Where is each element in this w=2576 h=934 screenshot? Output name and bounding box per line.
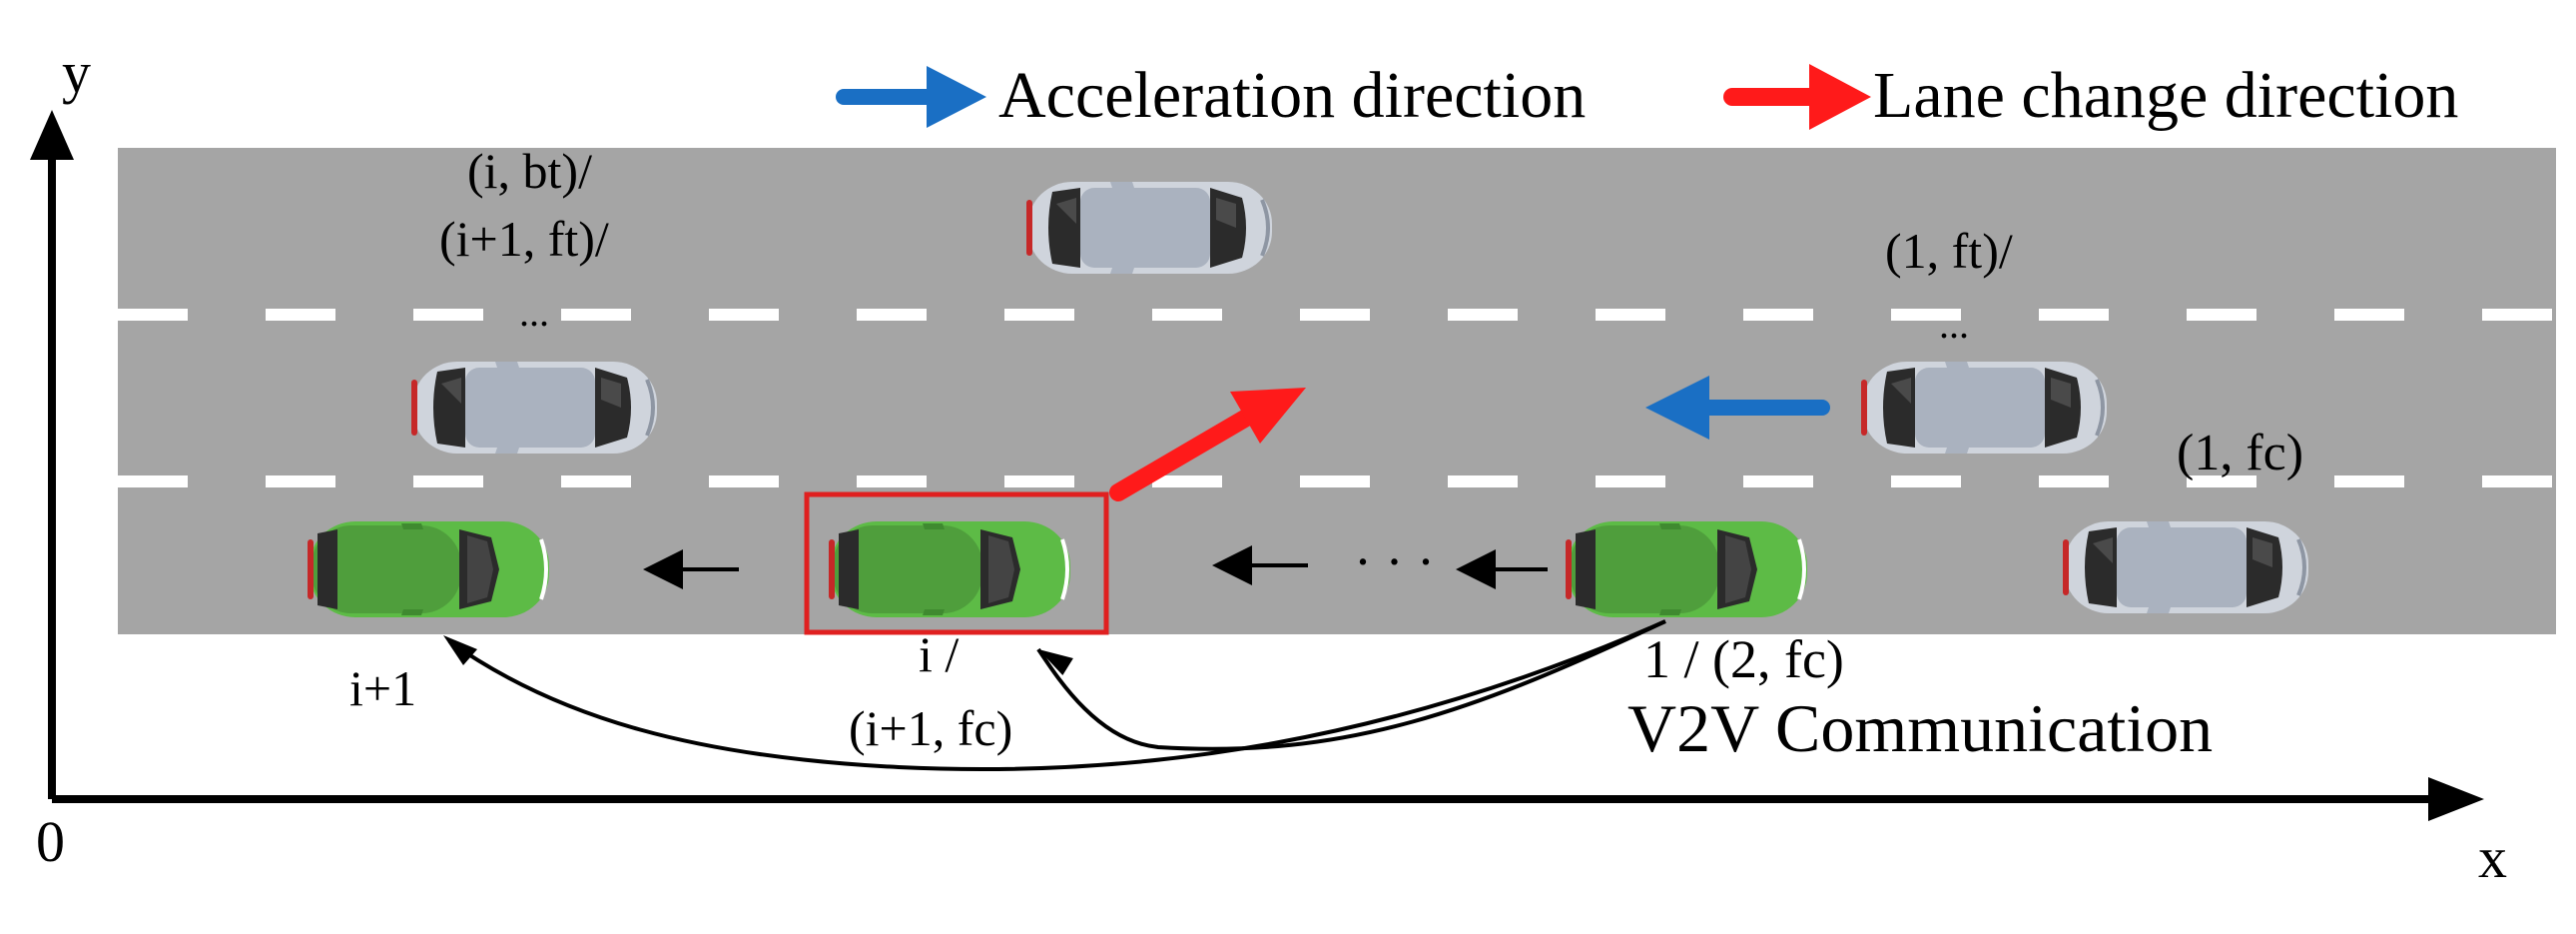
y-axis-label: y (62, 40, 91, 105)
lane-change-arrow-icon (1109, 388, 1306, 501)
x-axis-label: x (2478, 825, 2507, 890)
gray-vehicle-top-lane (1024, 180, 1274, 276)
label-i-plus-1-ft: (i+1, ft)/ (439, 211, 609, 267)
gray-vehicle-middle-right (1859, 360, 2109, 456)
y-axis-arrowhead (30, 110, 74, 160)
label-i-plus-1-fc: (i+1, fc) (849, 700, 1012, 756)
v2v-communication-links (443, 619, 1666, 772)
gray-vehicle-middle-left (409, 360, 659, 456)
label-1-fc: (1, fc) (2177, 425, 2303, 481)
lane-change-legend-arrow-icon (1723, 64, 1871, 130)
highlight-box (804, 491, 1109, 635)
v2v-link-to-i-plus-1 (447, 619, 1666, 772)
legend: Acceleration direction Lane change direc… (836, 59, 2458, 132)
following-arrows: · · · (643, 531, 1548, 591)
lane-change-legend-label: Lane change direction (1873, 59, 2458, 132)
label-i: i / (919, 626, 959, 682)
platoon-ellipsis: · · · (1354, 531, 1435, 591)
vehicle-labels: (i, bt)/ (i+1, ft)/ ... (1, ft)/ ... (1,… (349, 143, 2303, 766)
axes: y x 0 (30, 40, 2507, 890)
label-1-2-fc: 1 / (2, fc) (1643, 629, 1844, 689)
acceleration-legend-arrow-icon (836, 66, 986, 128)
origin-label: 0 (36, 809, 65, 874)
green-vehicle-i-plus-1 (306, 519, 551, 619)
v2v-communication-label: V2V Communication (1627, 690, 2213, 766)
label-1-ft: (1, ft)/ (1885, 223, 2013, 279)
label-i-plus-1: i+1 (349, 660, 416, 716)
label-top-right-ellipsis: ... (1939, 302, 1969, 347)
label-top-left-ellipsis: ... (519, 290, 549, 335)
acceleration-legend-label: Acceleration direction (998, 59, 1586, 132)
green-vehicle-i (827, 519, 1072, 619)
acceleration-arrow-icon (1645, 376, 1830, 440)
green-vehicle-1 (1564, 519, 1809, 619)
x-axis-arrowhead (2428, 777, 2484, 821)
gray-vehicle-bottom-right (2061, 519, 2310, 615)
v2v-link-to-i (1036, 619, 1666, 751)
label-i-bt: (i, bt)/ (467, 143, 592, 199)
